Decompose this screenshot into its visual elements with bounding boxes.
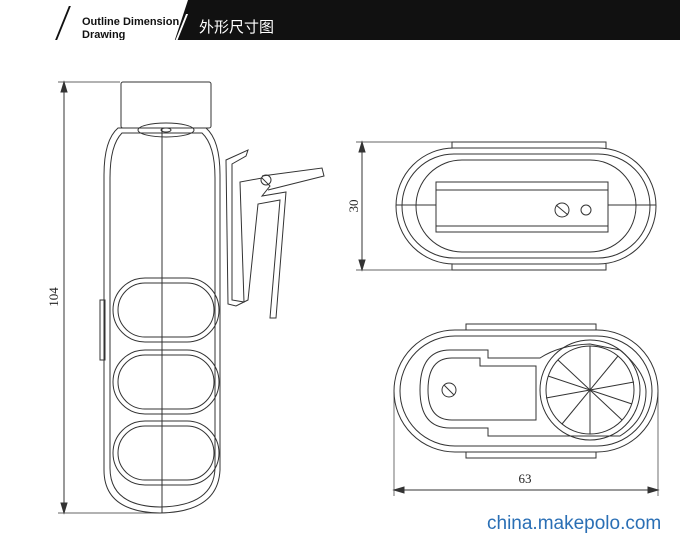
side-view-top-cap bbox=[120, 81, 212, 129]
top-view-body-inner bbox=[401, 153, 651, 259]
side-view-top-button-dot bbox=[160, 127, 172, 133]
side-view-body-inner bbox=[109, 132, 216, 508]
title-chinese: 外形尺寸图 bbox=[199, 18, 275, 36]
header-title-panel: Outline Dimension Drawing bbox=[0, 0, 188, 40]
top-view-top-ridge bbox=[451, 141, 607, 148]
top-view-body bbox=[395, 147, 657, 265]
side-view-grip-3 bbox=[112, 420, 220, 486]
front-view-body-inner bbox=[399, 335, 653, 447]
side-view-side-key bbox=[99, 299, 106, 361]
title-english-line1: Outline Dimension bbox=[82, 16, 180, 28]
front-view bbox=[393, 323, 659, 459]
top-view-body-inner-2 bbox=[415, 159, 637, 253]
side-view-grip-1-inner bbox=[117, 282, 215, 338]
front-view-panel bbox=[419, 343, 647, 437]
top-view-screw bbox=[554, 202, 570, 218]
top-view-bottom-ridge bbox=[451, 264, 607, 271]
side-view-grip-2 bbox=[112, 349, 220, 415]
side-view-body bbox=[103, 127, 221, 514]
side-view-grip-2-inner bbox=[117, 354, 215, 410]
dimension-thickness-label: 30 bbox=[346, 200, 361, 213]
side-view-belt-clip bbox=[225, 149, 287, 319]
front-view-dial bbox=[539, 339, 641, 441]
side-view-grip-1 bbox=[112, 277, 220, 343]
dimension-height-label: 104 bbox=[46, 287, 61, 307]
front-view-panel-inner bbox=[427, 357, 537, 421]
top-view bbox=[395, 141, 657, 271]
title-english-line2: Drawing bbox=[82, 29, 126, 41]
top-view-hole bbox=[580, 204, 592, 216]
front-view-dial-spokes bbox=[545, 346, 635, 434]
dimension-width bbox=[392, 392, 660, 496]
dimension-thickness bbox=[356, 140, 452, 272]
front-view-screw bbox=[441, 382, 457, 398]
side-view bbox=[99, 81, 325, 514]
dimension-width-label: 63 bbox=[519, 471, 532, 486]
top-view-window bbox=[435, 181, 609, 233]
title-english: Outline Dimension Drawing bbox=[82, 16, 180, 41]
side-view-grip-3-inner bbox=[117, 425, 215, 481]
side-view-clip-pivot bbox=[260, 174, 272, 186]
header-bar: Outline Dimension Drawing 外形尺寸图 bbox=[0, 0, 680, 44]
side-view-top-button bbox=[137, 122, 195, 138]
dimension-height bbox=[58, 80, 160, 515]
watermark: china.makepolo.com bbox=[487, 513, 662, 534]
side-view-clip-lever bbox=[261, 167, 325, 191]
